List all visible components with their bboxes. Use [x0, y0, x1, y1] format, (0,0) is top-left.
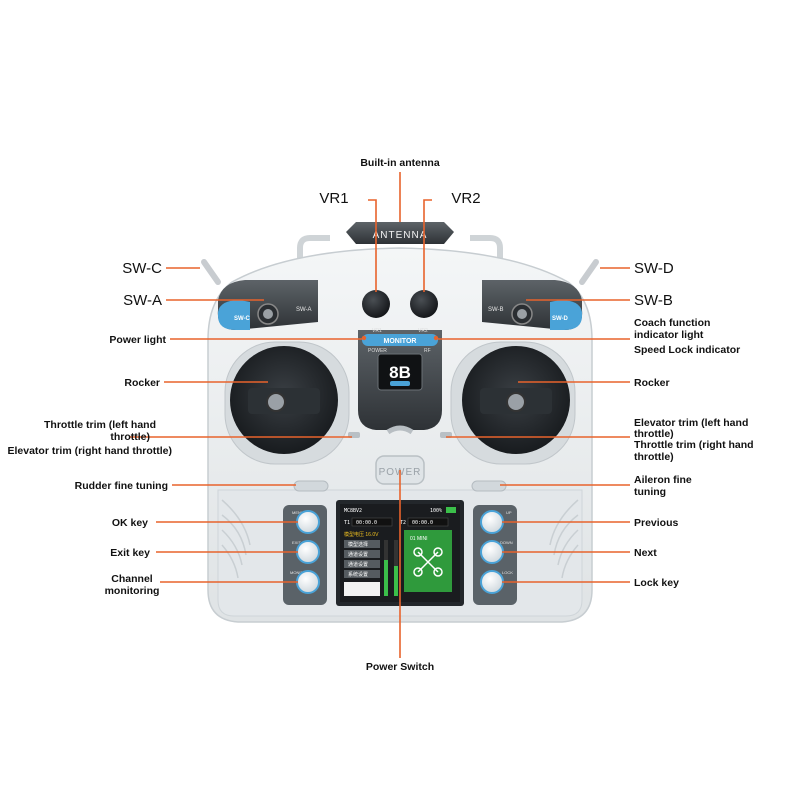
switch-sw-a[interactable] [257, 303, 279, 325]
label-vr1: VR1 [319, 190, 348, 207]
label-rocker-left: Rocker [124, 377, 160, 389]
rudder-trim[interactable] [293, 480, 329, 492]
rf-mark: RF [424, 348, 431, 354]
label-throttle-trim-rh-1: Throttle trim (right hand [634, 439, 754, 451]
label-aileron-1: Aileron fine [634, 474, 692, 486]
switch-sw-d[interactable] [579, 259, 599, 285]
monitor-key-label: MONITOR [290, 570, 309, 575]
sw-b-plate-text: SW-B [488, 307, 504, 313]
center-panel: MONITOR VR1 VR2 POWER RF 8B [358, 328, 442, 430]
label-exit-key: Exit key [110, 547, 150, 559]
vr1-mark: VR1 [372, 328, 382, 334]
power-light [361, 335, 367, 341]
drone-icon [413, 547, 443, 577]
callout-lines [130, 172, 630, 658]
labels: Built-in antenna VR1 VR2 SW-C SW-A Power… [7, 157, 753, 673]
label-channel-2: monitoring [105, 585, 160, 597]
label-previous: Previous [634, 517, 679, 529]
label-elevator-trim-lh-1: Elevator trim (left hand [634, 417, 748, 429]
exit-key-label: EXIT [292, 540, 301, 545]
left-rocker-gimbal[interactable] [224, 341, 350, 465]
center-trim-ridge [386, 425, 414, 435]
left-level-bar [384, 560, 388, 596]
menu-item-3[interactable]: 通道设置 [348, 561, 368, 568]
t1-label: T1 [344, 520, 350, 526]
menu-key-label: MENU [292, 510, 304, 515]
next-key[interactable] [480, 540, 504, 564]
segment-display [377, 353, 423, 391]
down-key-label: DOWN [500, 540, 513, 545]
label-rocker-right: Rocker [634, 377, 670, 389]
sw-d-plate-text: SW-D [552, 316, 569, 322]
screen-header: MC8BV2 [344, 508, 362, 514]
lock-key[interactable] [480, 570, 504, 594]
label-sw-d: SW-D [634, 260, 674, 277]
left-key-panel: MENU EXIT MONITOR [283, 505, 327, 605]
voltage-line: 模型电压 16.0V [344, 531, 379, 538]
label-power-switch: Power Switch [366, 661, 434, 673]
label-throttle-trim-rh-2: throttle) [634, 451, 674, 463]
switch-sw-c[interactable] [201, 259, 221, 285]
monitor-label: MONITOR [384, 338, 417, 345]
right-stick[interactable] [506, 392, 526, 412]
label-lock-key: Lock key [634, 577, 679, 589]
knob-vr2[interactable] [410, 290, 438, 318]
label-sw-c: SW-C [122, 260, 162, 277]
label-coach-2: indicator light [634, 329, 704, 341]
menu-item-1[interactable]: 模型选择 [348, 541, 368, 548]
label-speed-lock: Speed Lock indicator [634, 344, 740, 356]
previous-key[interactable] [480, 510, 504, 534]
label-throttle-trim-lh-2: throttle) [110, 431, 150, 443]
channel-monitor-key[interactable] [296, 570, 320, 594]
knob-vr1[interactable] [362, 290, 390, 318]
label-elevator-trim-lh-2: throttle) [634, 428, 674, 440]
label-next: Next [634, 547, 657, 559]
right-key-panel: UP DOWN LOCK [473, 505, 517, 605]
t2-label: T2 [400, 520, 406, 526]
vr2-mark: VR2 [418, 328, 428, 334]
ok-key[interactable] [296, 510, 320, 534]
switch-sw-b[interactable] [511, 303, 533, 325]
sw-a-plate-text: SW-A [296, 307, 312, 313]
right-shoulder-plate: SW-D SW-B [482, 280, 583, 330]
right-level-bar [394, 566, 398, 596]
sw-c-plate-text: SW-C [234, 316, 251, 322]
power-mark: POWER [368, 348, 387, 354]
coach-indicator-light [433, 335, 439, 341]
label-rudder: Rudder fine tuning [75, 480, 168, 492]
label-aileron-2: tuning [634, 486, 666, 498]
t2-time: 00:00.0 [412, 520, 433, 526]
antenna-plate-text: ANTENNA [373, 230, 428, 241]
menu-item-2[interactable]: 通道设置 [348, 551, 368, 558]
label-sw-b: SW-B [634, 292, 673, 309]
label-sw-a: SW-A [123, 292, 162, 309]
lock-key-label: LOCK [502, 570, 513, 575]
screen-battery: 100% [430, 508, 442, 514]
antenna-plate: ANTENNA [346, 222, 454, 244]
aileron-trim[interactable] [471, 480, 507, 492]
right-rocker-gimbal[interactable] [450, 341, 576, 465]
label-power-light: Power light [109, 334, 166, 346]
callout-vr2 [423, 199, 432, 292]
label-channel-1: Channel [111, 573, 153, 585]
display-value: 8B [389, 363, 411, 382]
up-key-label: UP [506, 510, 512, 515]
menu-item-4[interactable]: 系统设置 [348, 571, 368, 578]
label-elevator-trim-rh: Elevator trim (right hand throttle) [7, 445, 172, 457]
callout-vr1 [368, 199, 377, 292]
label-ok-key: OK key [112, 517, 148, 529]
t1-time: 00:00.0 [356, 520, 377, 526]
model-name: 01 MINI [410, 536, 428, 542]
left-stick[interactable] [266, 392, 286, 412]
label-vr2: VR2 [451, 190, 480, 207]
label-antenna: Built-in antenna [360, 157, 439, 169]
label-throttle-trim-lh-1: Throttle trim (left hand [44, 419, 156, 431]
label-coach-1: Coach function [634, 317, 710, 329]
exit-key[interactable] [296, 540, 320, 564]
